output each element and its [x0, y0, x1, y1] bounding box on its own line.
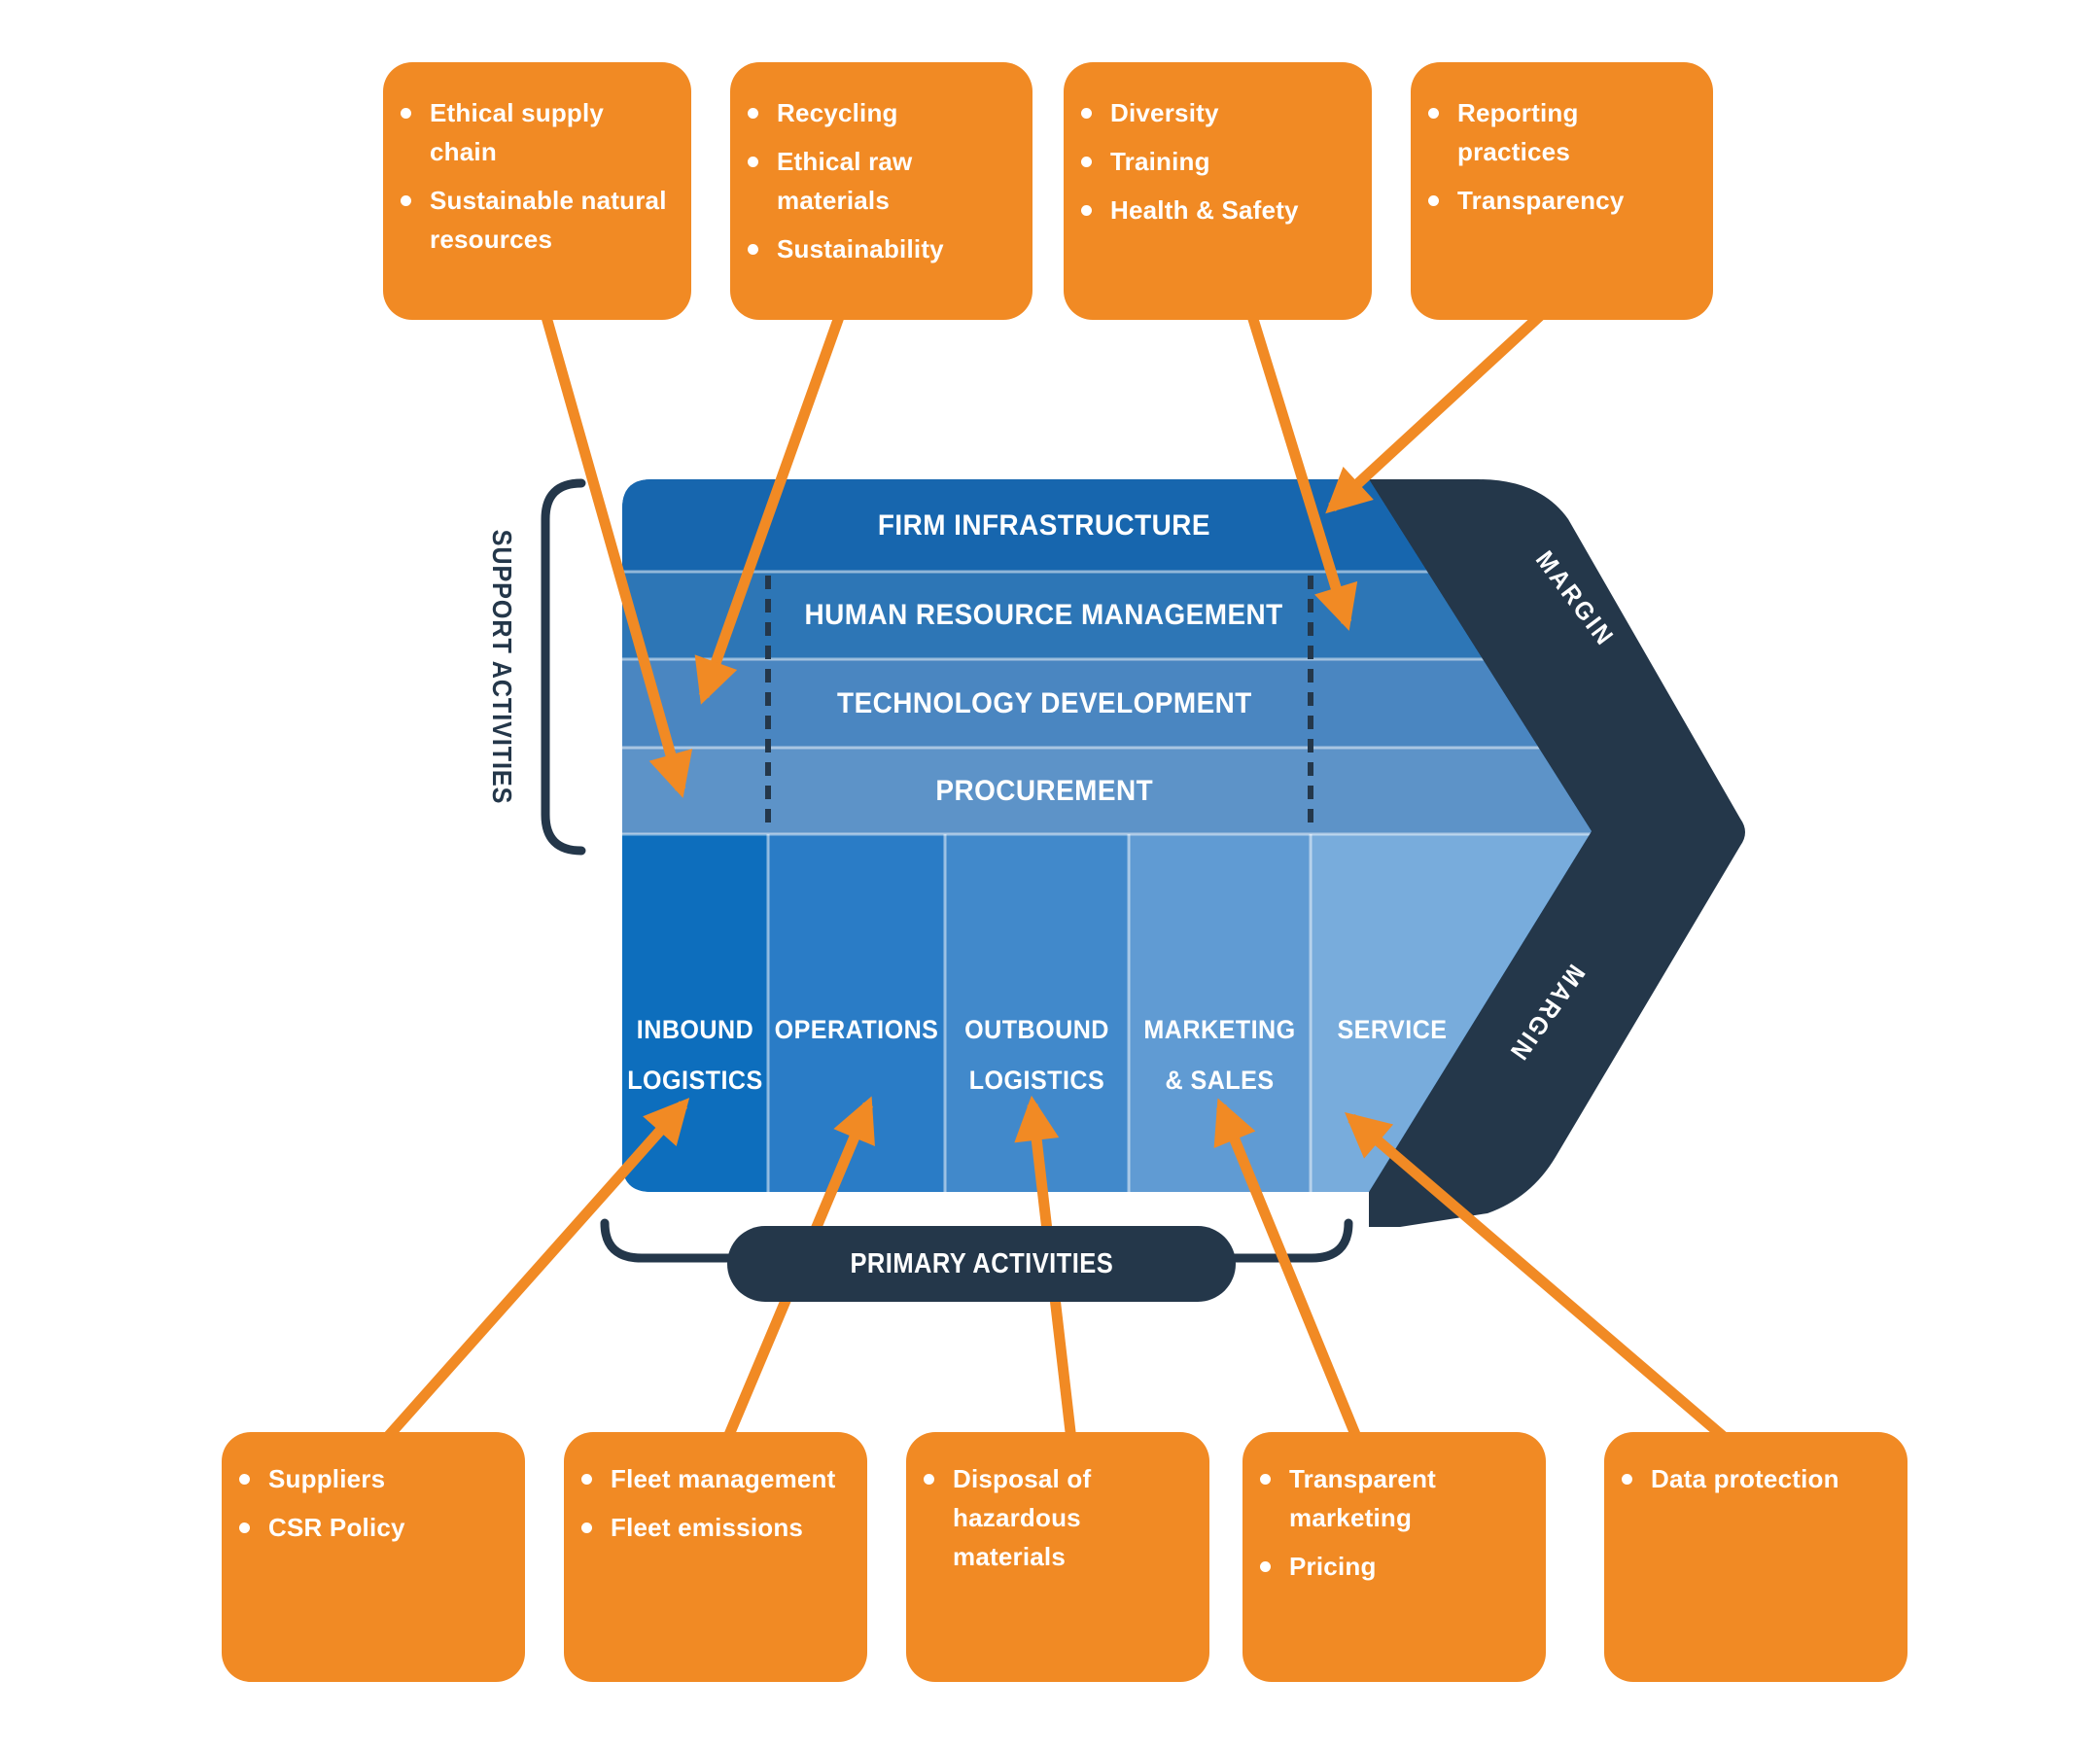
support-activities-label: SUPPORT ACTIVITIES — [487, 529, 517, 805]
callout-list: Fleet management Fleet emissions — [564, 1432, 867, 1547]
list-item: Health & Safety — [1081, 191, 1350, 229]
list-item: Ethical raw materials — [748, 142, 1011, 220]
row-label-technology-development: TECHNOLOGY DEVELOPMENT — [836, 686, 1252, 719]
list-item-text: Ethical supply chain — [430, 98, 605, 166]
list-item-text: Diversity — [1110, 98, 1219, 127]
list-item: Sustainability — [748, 229, 1011, 268]
callout-reporting-csr: Reporting practices Transparency — [1411, 62, 1713, 320]
list-item-text: Disposal of hazardous materials — [953, 1464, 1092, 1571]
list-item: Pricing — [1260, 1547, 1524, 1586]
list-item: Ethical supply chain — [401, 93, 670, 171]
list-item-text: Fleet management — [611, 1464, 836, 1493]
list-item: Recycling — [748, 93, 1011, 132]
row-label-human-resource-management: HUMAN RESOURCE MANAGEMENT — [804, 599, 1284, 631]
list-item-text: Health & Safety — [1110, 195, 1299, 225]
callout-list: Reporting practices Transparency — [1411, 62, 1713, 220]
list-item: Disposal of hazardous materials — [924, 1459, 1188, 1576]
row-label-firm-infrastructure: FIRM INFRASTRUCTURE — [877, 509, 1211, 542]
arrow-recycling-to-technology — [694, 301, 850, 705]
callout-hrm-csr: Diversity Training Health & Safety — [1064, 62, 1372, 320]
list-item-text: Fleet emissions — [611, 1513, 804, 1542]
list-item-text: Sustainable natural resources — [430, 186, 667, 254]
callout-list: Transparent marketing Pricing — [1242, 1432, 1546, 1586]
callout-list: Recycling Ethical raw materials Sustaina… — [730, 62, 1032, 268]
support-activities-bracket — [541, 478, 586, 856]
row-human-resource-management — [622, 572, 1592, 659]
list-item-text: Recycling — [777, 98, 898, 127]
arrow-ethical-supply-to-procurement — [537, 301, 693, 798]
callout-list: Data protection — [1604, 1432, 1908, 1498]
list-item-text: Transparency — [1457, 186, 1625, 215]
callout-service-csr: Data protection — [1604, 1432, 1908, 1682]
list-item: Sustainable natural resources — [401, 181, 670, 259]
arrow-diversity-to-hrm — [1242, 301, 1358, 631]
list-item-text: Data protection — [1651, 1464, 1839, 1493]
primary-activities-label: PRIMARY ACTIVITIES — [850, 1247, 1113, 1279]
list-item-text: CSR Policy — [268, 1513, 405, 1542]
list-item-text: Reporting practices — [1457, 98, 1579, 166]
callout-outbound-csr: Disposal of hazardous materials — [906, 1432, 1209, 1682]
callout-inbound-csr: Suppliers CSR Policy — [222, 1432, 525, 1682]
list-item-text: Sustainability — [777, 234, 944, 263]
separator-lines — [622, 570, 1592, 1192]
callout-list: Diversity Training Health & Safety — [1064, 62, 1372, 229]
list-item: Data protection — [1622, 1459, 1886, 1498]
row-procurement — [622, 748, 1592, 834]
col-label-inbound-logistics: INBOUND LOGISTICS — [627, 1015, 763, 1095]
callout-technology-csr: Recycling Ethical raw materials Sustaina… — [730, 62, 1032, 320]
callout-list: Ethical supply chain Sustainable natural… — [383, 62, 691, 259]
callout-list: Suppliers CSR Policy — [222, 1432, 525, 1547]
arrow-data-protection-to-service — [1344, 1111, 1741, 1453]
arrow-marketing-to-marketing-sales — [1213, 1098, 1367, 1452]
dashed-dividers — [765, 576, 1313, 830]
arrow-reporting-to-infrastructure — [1325, 298, 1558, 514]
col-label-marketing-sales: MARKETING & SALES — [1143, 1015, 1296, 1095]
callout-operations-csr: Fleet management Fleet emissions — [564, 1432, 867, 1682]
list-item-text: Training — [1110, 147, 1210, 176]
list-item: Fleet management — [581, 1459, 846, 1498]
list-item: Training — [1081, 142, 1350, 181]
list-item: Transparency — [1428, 181, 1692, 220]
list-item: Reporting practices — [1428, 93, 1692, 171]
list-item: Fleet emissions — [581, 1508, 846, 1547]
col-label-service: SERVICE — [1337, 1015, 1448, 1044]
list-item: CSR Policy — [239, 1508, 504, 1547]
list-item-text: Ethical raw materials — [777, 147, 913, 215]
list-item: Diversity — [1081, 93, 1350, 132]
col-label-operations: OPERATIONS — [774, 1015, 939, 1044]
list-item: Suppliers — [239, 1459, 504, 1498]
primary-activities-pill — [727, 1226, 1236, 1302]
row-label-procurement: PROCUREMENT — [935, 774, 1153, 807]
arrow-suppliers-to-inbound — [372, 1098, 690, 1452]
list-item-text: Suppliers — [268, 1464, 386, 1493]
callout-list: Disposal of hazardous materials — [906, 1432, 1209, 1576]
col-label-outbound-logistics: OUTBOUND LOGISTICS — [964, 1015, 1109, 1095]
list-item: Transparent marketing — [1260, 1459, 1524, 1537]
callout-firm-infrastructure-csr: Ethical supply chain Sustainable natural… — [383, 62, 691, 320]
list-item-text: Transparent marketing — [1289, 1464, 1437, 1532]
row-technology-development — [622, 659, 1592, 748]
list-item-text: Pricing — [1289, 1552, 1377, 1581]
callout-marketing-csr: Transparent marketing Pricing — [1242, 1432, 1546, 1682]
